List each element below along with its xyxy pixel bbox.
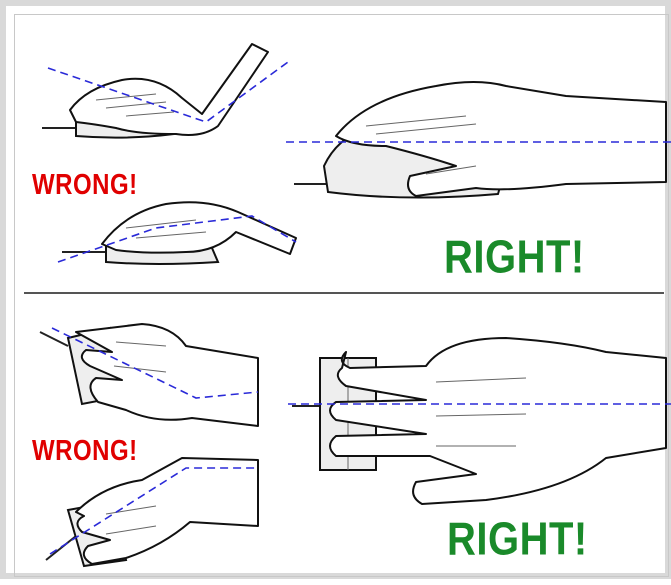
wrong-label-top: WRONG! xyxy=(32,169,138,203)
right-label-bottom: RIGHT! xyxy=(447,514,588,566)
wrong-top-view-hand-angled-out xyxy=(40,324,258,426)
ergonomics-illustration xyxy=(6,6,671,585)
section-divider xyxy=(24,292,664,294)
wrong-top-view-hand-angled-in xyxy=(46,458,258,566)
wrong-side-view-wrist-bent-up xyxy=(42,44,288,138)
right-side-view-neutral-wrist xyxy=(286,82,671,198)
right-top-view-straight-wrist xyxy=(288,338,671,504)
right-label-top: RIGHT! xyxy=(444,232,585,284)
wrong-side-view-wrist-down xyxy=(58,202,296,264)
wrong-label-bottom: WRONG! xyxy=(32,435,138,469)
